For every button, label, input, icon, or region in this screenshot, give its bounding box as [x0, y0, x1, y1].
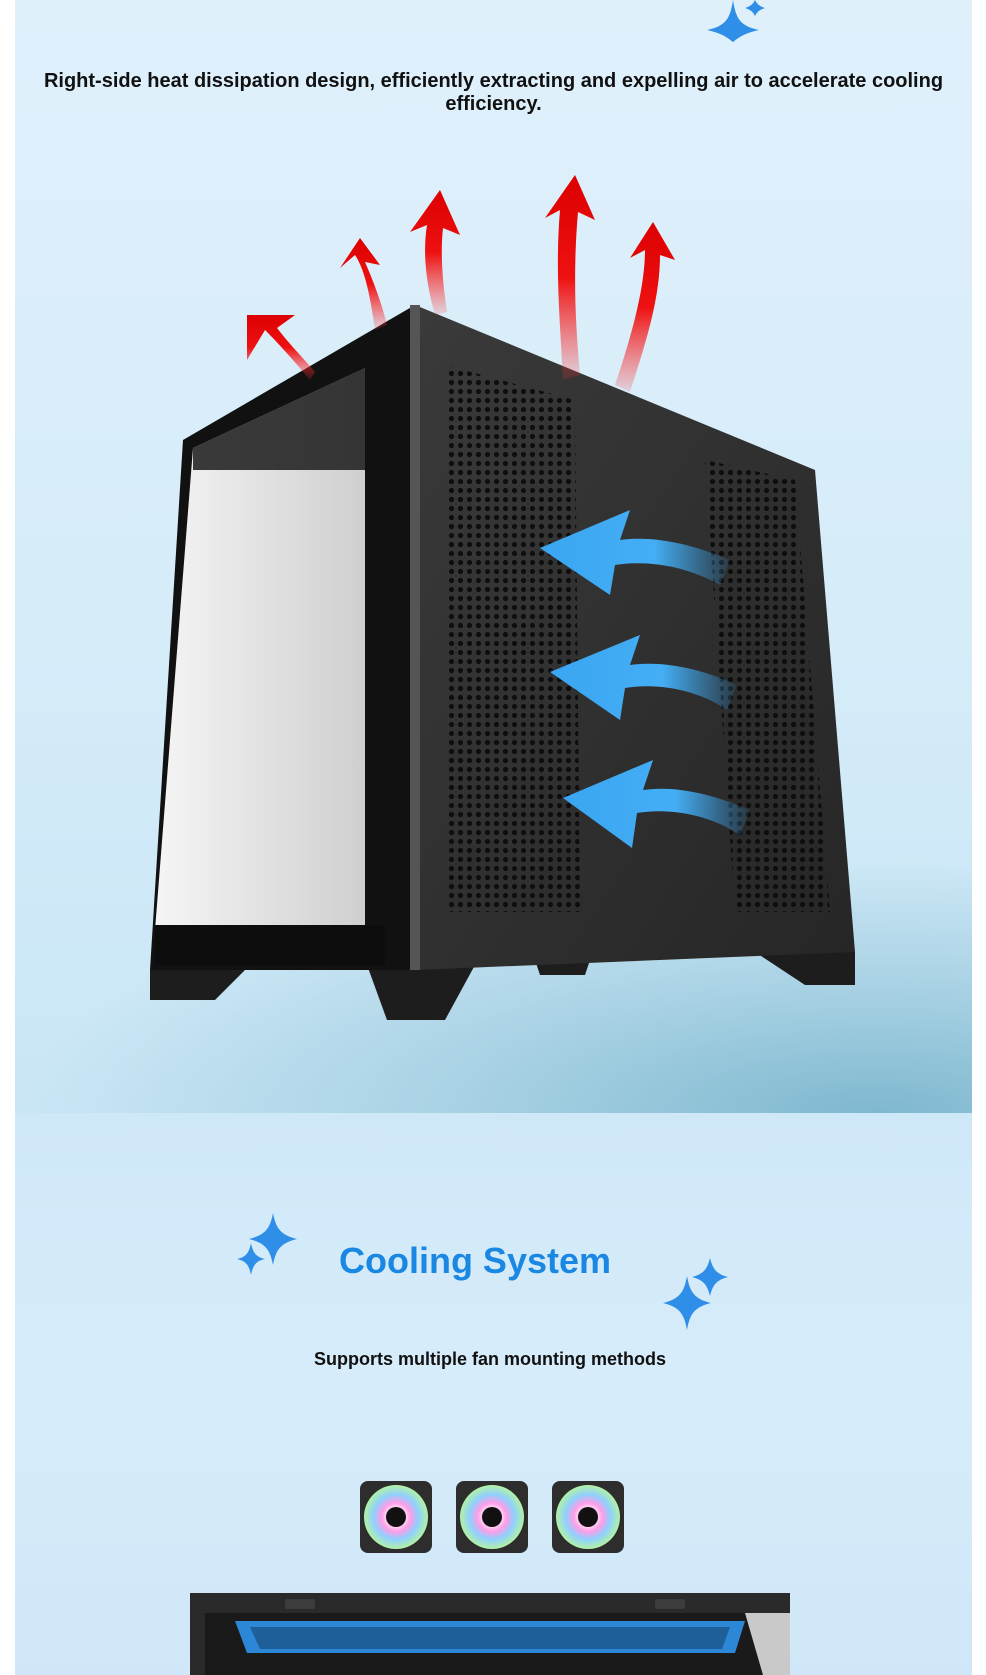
- rgb-fan-group: [360, 1481, 624, 1553]
- intake-air-arrow-icon: [540, 510, 750, 848]
- rgb-fan-icon: [360, 1481, 432, 1553]
- left-margin: [0, 0, 15, 1675]
- rgb-fan-icon: [456, 1481, 528, 1553]
- hot-air-arrow-icon: [247, 175, 675, 392]
- cooling-section: Cooling System Supports multiple fan mou…: [15, 1113, 972, 1675]
- case-top-view: [190, 1593, 790, 1675]
- sparkle-icon: [237, 1213, 728, 1330]
- rgb-fan-icon: [552, 1481, 624, 1553]
- sparkle-icon: [707, 0, 765, 42]
- cooling-subtitle: Supports multiple fan mounting methods: [314, 1349, 666, 1369]
- cooling-title: Cooling System: [338, 1240, 612, 1281]
- airflow-caption: Right-side heat dissipation design, effi…: [43, 70, 944, 115]
- right-margin: [972, 0, 986, 1675]
- airflow-section: Right-side heat dissipation design, effi…: [15, 0, 972, 1113]
